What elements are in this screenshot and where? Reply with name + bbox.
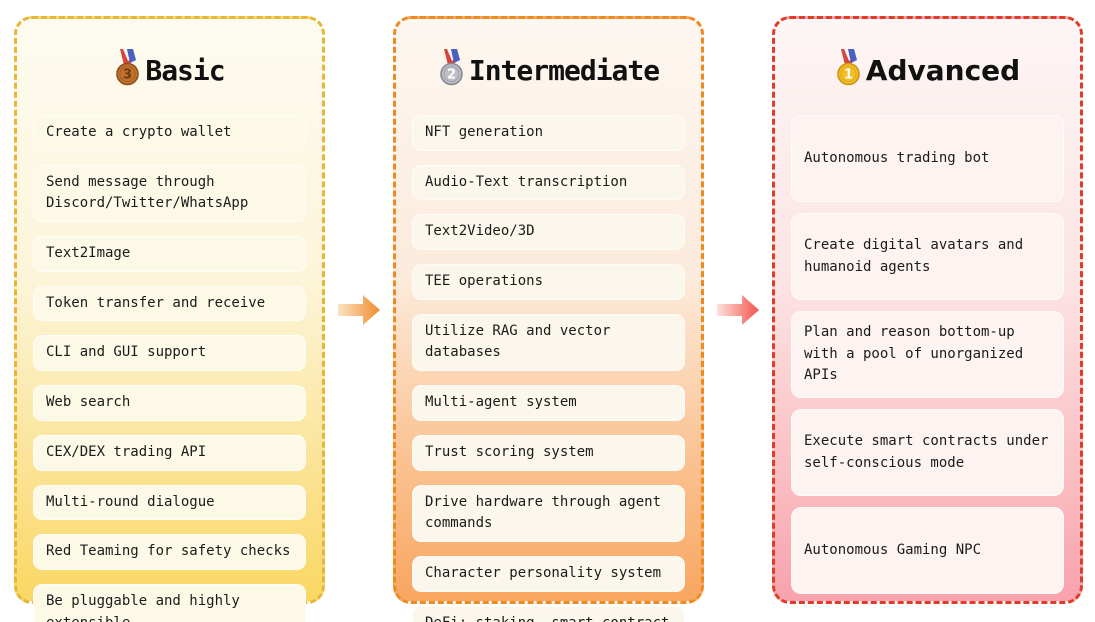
bronze-medal-icon: 3	[116, 49, 140, 86]
tier-item: Multi-round dialogue	[33, 484, 306, 521]
intermediate-item-list: NFT generation Audio-Text transcription …	[412, 115, 685, 622]
tier-item: Drive hardware through agent commands	[412, 484, 685, 542]
basic-item-list: Create a crypto wallet Send message thro…	[33, 115, 306, 622]
tier-item: CLI and GUI support	[33, 335, 306, 372]
tier-item: Autonomous Gaming NPC	[791, 507, 1064, 594]
tier-item: Trust scoring system	[412, 434, 685, 471]
tier-item: NFT generation	[412, 115, 685, 151]
tier-item: Execute smart contracts under self-consc…	[791, 409, 1064, 496]
tier-item: Send message through Discord/Twitter/Wha…	[33, 164, 306, 223]
tier-item: Web search	[33, 385, 306, 421]
tier-item: Text2Image	[33, 236, 306, 272]
gold-medal-icon: 1	[836, 49, 860, 86]
tier-title-intermediate: Intermediate	[468, 54, 660, 87]
tier-item: Multi-agent system	[412, 385, 685, 421]
tier-card-advanced: 1 Advanced Autonomous trading bot Create…	[772, 16, 1083, 604]
tier-item: DeFi: staking, smart contract auditing	[412, 605, 685, 622]
tier-item: Text2Video/3D	[412, 214, 685, 251]
tier-item: Red Teaming for safety checks	[33, 534, 306, 570]
tier-item: Plan and reason bottom-up with a pool of…	[791, 311, 1064, 398]
tier-item: TEE operations	[412, 264, 685, 300]
tier-item: Utilize RAG and vector databases	[412, 313, 685, 372]
tier-header-basic: 3 Basic	[33, 49, 306, 93]
svg-text:3: 3	[123, 68, 132, 83]
svg-text:1: 1	[844, 68, 853, 83]
arrow-gap	[704, 16, 772, 604]
tier-item: Create a crypto wallet	[33, 115, 306, 151]
tier-item: Character personality system	[412, 555, 685, 592]
tier-title-basic: Basic	[145, 54, 225, 87]
tier-item: Create digital avatars and humanoid agen…	[791, 213, 1064, 300]
tier-title-advanced: Advanced	[865, 54, 1021, 87]
tier-item: Token transfer and receive	[33, 285, 306, 322]
tier-card-basic: 3 Basic Create a crypto wallet Send mess…	[14, 16, 325, 622]
arrow-basic-to-intermediate-icon	[338, 295, 380, 325]
tier-item: Autonomous trading bot	[791, 115, 1064, 202]
arrow-intermediate-to-advanced-icon	[717, 295, 759, 325]
arrow-gap	[325, 16, 393, 604]
tier-item: CEX/DEX trading API	[33, 434, 306, 471]
tier-card-intermediate: 2 Intermediate NFT generation Audio-Text…	[393, 16, 704, 622]
tier-header-advanced: 1 Advanced	[791, 49, 1064, 93]
silver-medal-icon: 2	[440, 49, 463, 86]
tier-item: Audio-Text transcription	[412, 164, 685, 201]
advanced-item-list: Autonomous trading bot Create digital av…	[791, 115, 1064, 594]
tier-header-intermediate: 2 Intermediate	[412, 49, 685, 93]
tier-row: 3 Basic Create a crypto wallet Send mess…	[14, 16, 1083, 622]
svg-text:2: 2	[447, 68, 456, 83]
tier-item: Be pluggable and highly extensible	[33, 583, 306, 622]
